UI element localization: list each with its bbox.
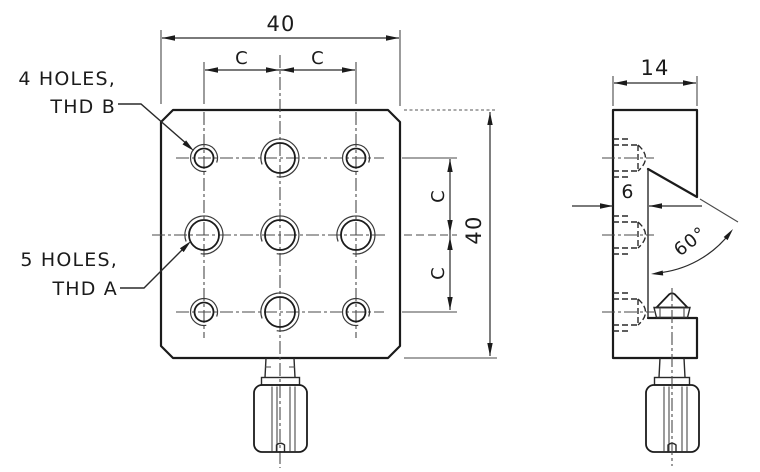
dim-front-col-spacing: C C	[205, 48, 355, 73]
front-knob-slot	[275, 442, 286, 452]
side-hole-depth-label: 6	[621, 181, 634, 203]
side-knob-body	[645, 384, 700, 453]
dim-front-height: 40	[404, 109, 497, 359]
row-spacing-lower-label: C	[428, 266, 449, 280]
front-height-label: 40	[462, 215, 486, 244]
callout-a-line2: THD A	[51, 278, 118, 300]
side-hidden-holes	[602, 138, 654, 332]
dim-side-cone-angle: 60°	[651, 198, 739, 276]
callout-a-line1: 5 HOLES,	[20, 249, 118, 271]
front-centerlines	[152, 55, 457, 468]
col-spacing-left-label: C	[235, 48, 249, 69]
callout-b-line2: THD B	[49, 96, 116, 118]
col-spacing-right-label: C	[311, 48, 325, 69]
row-spacing-upper-label: C	[428, 189, 449, 203]
front-width-label: 40	[266, 12, 295, 36]
front-view: 40 C C 40 C C	[18, 12, 497, 468]
side-profile-outline	[611, 108, 699, 360]
side-view: 14 6 60°	[572, 56, 739, 466]
callout-thd-b: 4 HOLES, THD B	[18, 68, 194, 151]
dim-side-thickness: 14	[612, 56, 698, 106]
dim-side-hole-depth: 6	[572, 181, 702, 209]
side-thickness-label: 14	[640, 56, 669, 80]
callout-b-line1: 4 HOLES,	[18, 68, 116, 90]
callout-thd-a: 5 HOLES, THD A	[20, 241, 191, 300]
front-adjuster-knob	[253, 357, 308, 453]
front-plate-outline	[159, 108, 402, 360]
side-cone-angle-label: 60°	[670, 222, 711, 260]
front-knob-body	[253, 384, 308, 453]
side-adjuster-knob	[645, 288, 700, 466]
dim-front-width: 40	[160, 12, 401, 106]
dim-front-row-spacing: C C	[428, 159, 453, 310]
